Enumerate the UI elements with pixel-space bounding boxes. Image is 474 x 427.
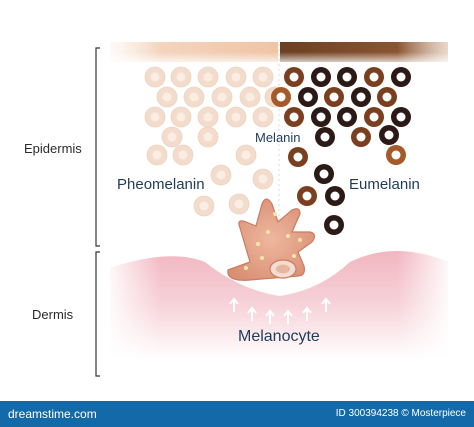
diagram-artwork bbox=[95, 42, 448, 377]
footer-bar: dreamstime.com ID 300394238 © Mosterpiec… bbox=[0, 401, 474, 427]
up-arrow-icon bbox=[283, 309, 293, 324]
pheomelanin-granule bbox=[193, 195, 215, 217]
eumelanin-granule bbox=[364, 67, 384, 87]
footer-meta: ID 300394238 © Mosterpiece bbox=[335, 408, 466, 419]
pheomelanin-granule bbox=[146, 144, 168, 166]
pheomelanin-granule bbox=[235, 144, 257, 166]
melanosome-dot bbox=[273, 212, 277, 216]
melanosome-dot bbox=[256, 242, 260, 246]
melanosome-dot bbox=[260, 256, 264, 260]
pheomelanin-granule bbox=[197, 106, 219, 128]
up-arrow-icon bbox=[265, 309, 275, 324]
pheomelanin-granule bbox=[172, 144, 194, 166]
eumelanin-granule bbox=[315, 127, 335, 147]
up-arrow-icon bbox=[247, 306, 257, 321]
epidermis-bracket bbox=[95, 47, 100, 247]
pheomelanin-granule bbox=[252, 168, 274, 190]
eumelanin-granule bbox=[325, 186, 345, 206]
eumelanin-granule bbox=[379, 125, 399, 145]
eumelanin-granule bbox=[391, 107, 411, 127]
pheomelanin-granule bbox=[239, 86, 261, 108]
melanocyte-nucleolus bbox=[276, 264, 290, 274]
dermis-layer-edge-fade bbox=[110, 251, 448, 360]
eumelanin-granule bbox=[386, 145, 406, 165]
melanosome-dot bbox=[244, 266, 248, 270]
eumelanin-granule bbox=[364, 107, 384, 127]
eumelanin-granule bbox=[311, 107, 331, 127]
up-arrow-icon bbox=[229, 297, 239, 312]
eumelanin-granule bbox=[314, 164, 334, 184]
dermis-bracket bbox=[95, 251, 100, 377]
eumelanin-granule bbox=[324, 87, 344, 107]
eumelanin-granule bbox=[311, 67, 331, 87]
eumelanin-granule bbox=[298, 87, 318, 107]
eumelanin-granule bbox=[351, 127, 371, 147]
melanin-granules bbox=[144, 66, 411, 235]
pheomelanin-granule bbox=[197, 126, 219, 148]
eumelanin-granule bbox=[337, 67, 357, 87]
pheomelanin-granule bbox=[144, 106, 166, 128]
eumelanin-granule bbox=[377, 87, 397, 107]
pheomelanin-granule bbox=[225, 106, 247, 128]
pheomelanin-granule bbox=[170, 66, 192, 88]
eumelanin-granule bbox=[297, 186, 317, 206]
pheomelanin-granule bbox=[144, 66, 166, 88]
melanosome-dot bbox=[292, 254, 296, 258]
epidermis-label: Epidermis bbox=[24, 141, 82, 156]
melanocyte-cell bbox=[227, 198, 316, 281]
pheomelanin-granule bbox=[161, 126, 183, 148]
eumelanin-label: Eumelanin bbox=[349, 176, 420, 193]
pheomelanin-granule bbox=[225, 66, 247, 88]
melanosome-dot bbox=[298, 238, 302, 242]
footer-site: dreamstime.com bbox=[8, 407, 97, 421]
eumelanin-granule bbox=[288, 147, 308, 167]
eumelanin-granule bbox=[271, 87, 291, 107]
melanocyte-label: Melanocyte bbox=[238, 328, 320, 345]
pheomelanin-granule bbox=[211, 86, 233, 108]
pheomelanin-granule bbox=[183, 86, 205, 108]
up-arrow-icon bbox=[302, 306, 312, 321]
melanosome-dot bbox=[266, 230, 270, 234]
eumelanin-granule bbox=[391, 67, 411, 87]
pheomelanin-granule bbox=[228, 193, 250, 215]
eumelanin-granule bbox=[284, 67, 304, 87]
pheomelanin-granule bbox=[252, 106, 274, 128]
pheomelanin-granule bbox=[252, 66, 274, 88]
pheomelanin-granule bbox=[210, 164, 232, 186]
pheomelanin-granule bbox=[197, 66, 219, 88]
upward-arrows bbox=[229, 297, 331, 324]
eumelanin-granule bbox=[284, 107, 304, 127]
pheomelanin-granule bbox=[170, 106, 192, 128]
eumelanin-granule bbox=[324, 215, 344, 235]
melanin-label: Melanin bbox=[255, 130, 301, 145]
melanosome-dot bbox=[286, 234, 290, 238]
eumelanin-granule bbox=[337, 107, 357, 127]
pheomelanin-label: Pheomelanin bbox=[117, 176, 205, 193]
pheomelanin-granule bbox=[156, 86, 178, 108]
up-arrow-icon bbox=[321, 297, 331, 312]
eumelanin-granule bbox=[351, 87, 371, 107]
dermis-label: Dermis bbox=[32, 307, 74, 322]
